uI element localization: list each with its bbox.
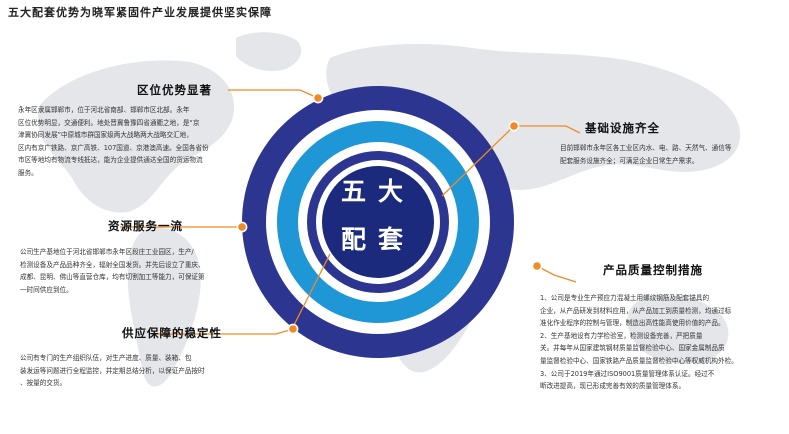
center-label: 五大 配套 <box>318 168 438 264</box>
center-label-line1: 五大 <box>340 177 415 206</box>
connector-line-center-1 <box>291 253 331 330</box>
connector-line-location <box>228 89 319 99</box>
text-line: 配套服务设施齐全；可满足企业日常生产需求。 <box>560 156 699 165</box>
heading-quality-control: 产品质量控制措施 <box>603 263 703 277</box>
text-line: 关。并每年从国家建筑钢材质量监督检验中心、国家金属制品质 <box>540 344 725 353</box>
connector-dot-infrastructure <box>508 120 520 132</box>
paragraph-quality-control: 1、公司是专业生产预应力混凝土用螺纹钢筋及配套锚具的 企业，从产品研发到材料应用… <box>540 292 782 393</box>
connector-line-center-2 <box>441 125 515 197</box>
paragraph-location-advantage: 永年区隶属邯郸市，位于河北省南部、邯郸市区北部。永年 区位优势明显，交通便利。地… <box>18 104 248 180</box>
text-line: 成都、昆明、佛山等直营仓库，均有切割加工等能力，可保证第 <box>20 273 205 282</box>
connector-dot-supply <box>287 323 299 335</box>
text-line: 1、公司是专业生产预应力混凝土用螺纹钢筋及配套锚具的 <box>540 294 710 302</box>
text-line: 区位优势明显，交通便利。地处晋冀鲁豫四省通衢之地，是“京 <box>18 118 200 127</box>
heading-infrastructure: 基础设施齐全 <box>585 121 660 135</box>
paragraph-supply-stability: 公司有专门的生产组织队伍，对生产进度、质量、装箱、包 装发运等问题进行全程监控，… <box>20 352 256 390</box>
text-line: 目前邯郸市永年区各工业区内水、电、路、天然气、通信等 <box>560 144 732 152</box>
text-line: 2、生产基地设有力学检验室，检测设备完善，严把质量 <box>540 331 703 340</box>
text-line: 量监督检验中心、国家铁路产品质量监督检验中心等权威机构外检。 <box>540 356 738 365</box>
heading-resource-service: 资源服务一流 <box>108 219 183 233</box>
connector-dot-resources <box>236 221 248 233</box>
connector-line-infrastructure <box>514 125 581 134</box>
connector-line-quality <box>536 265 577 283</box>
text-line: 区内有京广铁路、京广高铁、107国道、京港澳高速。全国各省份 <box>18 143 209 152</box>
heading-supply-stability: 供应保障的稳定性 <box>122 326 222 340</box>
text-line: 检测设备及产品品种齐全，辐射全国发货。并先后设立了重庆、 <box>20 260 205 269</box>
page-title: 五大配套优势为晓军紧固件产业发展提供坚实保障 <box>8 6 272 19</box>
text-line: 、按量的交货。 <box>20 379 67 388</box>
paragraph-resource-service: 公司生产基地位于河北省邯郸市永年区段庄工业园区，生产/ 检测设备及产品品种齐全，… <box>20 246 248 296</box>
heading-location-advantage: 区位优势显著 <box>137 83 212 97</box>
text-line: 公司有专门的生产组织队伍，对生产进度、质量、装箱、包 <box>20 354 192 362</box>
text-line: 服务。 <box>18 168 38 177</box>
connector-dot-quality <box>531 260 543 272</box>
text-line: 市区等地均有物流专线抵达，能为企业提供通达全国的货运物流 <box>18 156 203 165</box>
text-line: 3、公司于2019年通过ISO9001质量管理体系认证。经过不 <box>540 369 715 378</box>
connector-line-supply <box>156 328 294 335</box>
text-line: 公司生产基地位于河北省邯郸市永年区段庄工业园区，生产/ <box>20 248 194 256</box>
text-line: 一时间供应到位。 <box>20 285 73 294</box>
text-line: 装发运等问题进行全程监控，并定期总结分析，以保证产品按时 <box>20 366 205 375</box>
text-line: 准化作业程序的控制与管理，制造出高性能高使用价值的产品。 <box>540 319 725 328</box>
paragraph-infrastructure: 目前邯郸市永年区各工业区内水、电、路、天然气、通信等 配套服务设施齐全；可满足企… <box>560 142 782 167</box>
center-label-line2: 配套 <box>340 225 415 254</box>
text-line: 津冀协同发展”中原城市群国家级两大战略两大战略交汇地， <box>18 131 193 140</box>
core-circle <box>322 166 434 278</box>
text-line: 企业，从产品研发到材料应用，从产品加工到质量检测，均通过标 <box>540 306 732 315</box>
text-line: 永年区隶属邯郸市，位于河北省南部、邯郸市区北部。永年 <box>18 106 190 114</box>
connector-dot-location <box>312 92 324 104</box>
text-line: 断改进提高，现已形成完善有效的质量管理体系。 <box>540 382 686 391</box>
